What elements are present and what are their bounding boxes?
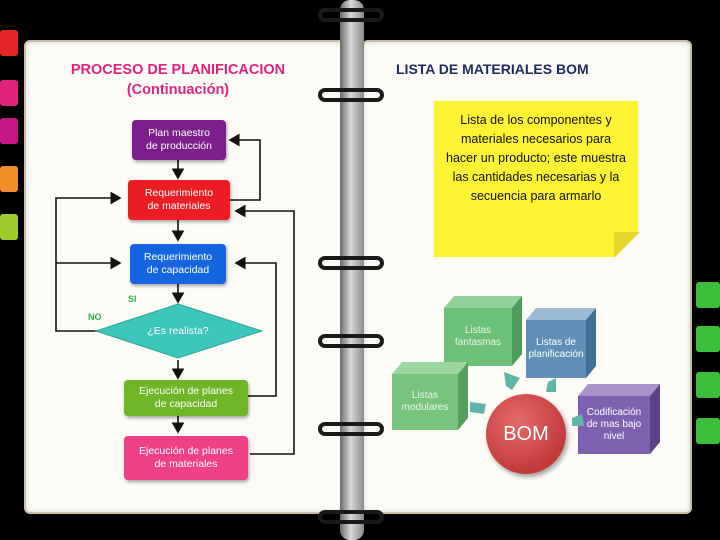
binder-ring — [318, 256, 384, 270]
sticky-note: Lista de los componentes y materiales ne… — [434, 101, 638, 257]
node-ejecucion-materiales: Ejecución de planes de materiales — [124, 436, 248, 480]
label-no: NO — [88, 312, 102, 322]
cube-listas-planificacion: Listas de planificación — [528, 337, 584, 360]
tab-green-3 — [696, 372, 720, 398]
tab-pink — [0, 80, 18, 106]
cube-codificacion: Codificación de mas bajo nivel — [586, 407, 642, 442]
tab-green-2 — [696, 326, 720, 352]
node-es-realista: ¿Es realista? — [147, 324, 209, 337]
tab-green-4 — [696, 418, 720, 444]
binder-ring — [318, 422, 384, 436]
left-title-line1: PROCESO DE PLANIFICACION — [70, 62, 286, 78]
left-title-line2: (Continuación) — [126, 82, 230, 98]
tab-orange — [0, 166, 18, 192]
binder-ring — [318, 88, 384, 102]
node-requerimiento-materiales: Requerimiento de materiales — [128, 180, 230, 220]
binder-ring — [318, 510, 384, 524]
cube-listas-fantasmas: Listas fantasmas — [454, 325, 502, 348]
tab-green-1 — [696, 282, 720, 308]
tab-red — [0, 30, 18, 56]
label-si: SI — [128, 294, 137, 304]
binder-ring — [318, 334, 384, 348]
right-title: LISTA DE MATERIALES BOM — [396, 61, 589, 77]
node-ejecucion-capacidad: Ejecución de planes de capacidad — [124, 380, 248, 416]
tab-lime — [0, 214, 18, 240]
binder-ring — [318, 8, 384, 22]
node-plan-maestro: Plan maestro de producción — [132, 120, 226, 160]
tab-magenta — [0, 118, 18, 144]
bom-center-circle: BOM — [486, 394, 566, 474]
cube-listas-modulares: Listas modulares — [401, 390, 449, 413]
node-requerimiento-capacidad: Requerimiento de capacidad — [130, 244, 226, 284]
